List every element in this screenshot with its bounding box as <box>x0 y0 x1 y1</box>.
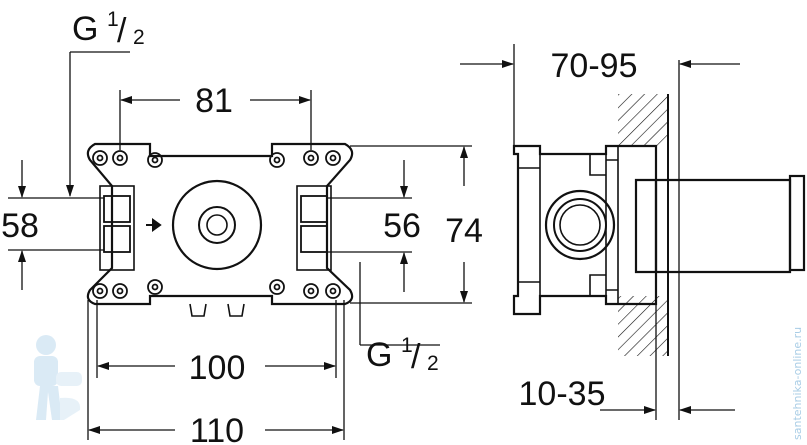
side-dimensions <box>460 44 740 420</box>
thread-label-top: G 1 / 2 <box>72 8 145 50</box>
side-port <box>544 189 616 261</box>
central-valve-body <box>171 179 263 271</box>
wall-hatch-upper <box>618 94 668 146</box>
side-body <box>512 144 658 316</box>
front-dimensions <box>8 51 472 440</box>
dim-100: 100 <box>189 349 246 387</box>
bottom-tab-left <box>189 303 207 317</box>
dim-70-95: 70-95 <box>551 47 638 85</box>
thread-top-base: G <box>72 10 98 48</box>
dim-81: 81 <box>195 82 233 120</box>
right-lower-outlet <box>300 225 328 253</box>
flow-direction-icon <box>146 218 162 232</box>
thread-bottom-slash: / <box>411 338 421 376</box>
dim-110: 110 <box>190 412 244 445</box>
thread-top-denominator: 2 <box>133 26 145 49</box>
thread-label-bottom: G 1 / 2 <box>366 334 439 376</box>
thread-bottom-base: G <box>366 336 392 374</box>
plumber-mascot-logo <box>34 335 82 420</box>
dim-58: 58 <box>1 207 39 245</box>
bottom-tab-right <box>227 303 245 317</box>
wall-hatch-lower <box>618 296 668 356</box>
dim-56: 56 <box>383 207 421 245</box>
sleeve-cap <box>788 174 806 272</box>
dimension-labels: 81 58 56 74 100 110 70-95 10-35 <box>1 47 637 445</box>
right-side-frame <box>296 185 332 271</box>
thread-bottom-numerator: 1 <box>401 334 413 357</box>
left-upper-outlet <box>103 195 131 223</box>
dim-74: 74 <box>445 212 483 250</box>
front-view <box>86 142 354 317</box>
left-lower-outlet <box>103 225 131 253</box>
watermark-text: santehnika-online.ru <box>791 327 804 440</box>
thread-top-numerator: 1 <box>107 8 119 31</box>
thread-top-slash: / <box>117 12 127 50</box>
mounting-plate <box>86 142 354 306</box>
thread-bottom-denominator: 2 <box>427 352 439 375</box>
mounting-holes <box>92 150 341 299</box>
extension-sleeve <box>634 178 792 274</box>
dim-10-35: 10-35 <box>519 375 606 413</box>
side-view <box>512 60 806 420</box>
right-upper-outlet <box>300 195 328 223</box>
left-side-frame <box>99 185 135 271</box>
